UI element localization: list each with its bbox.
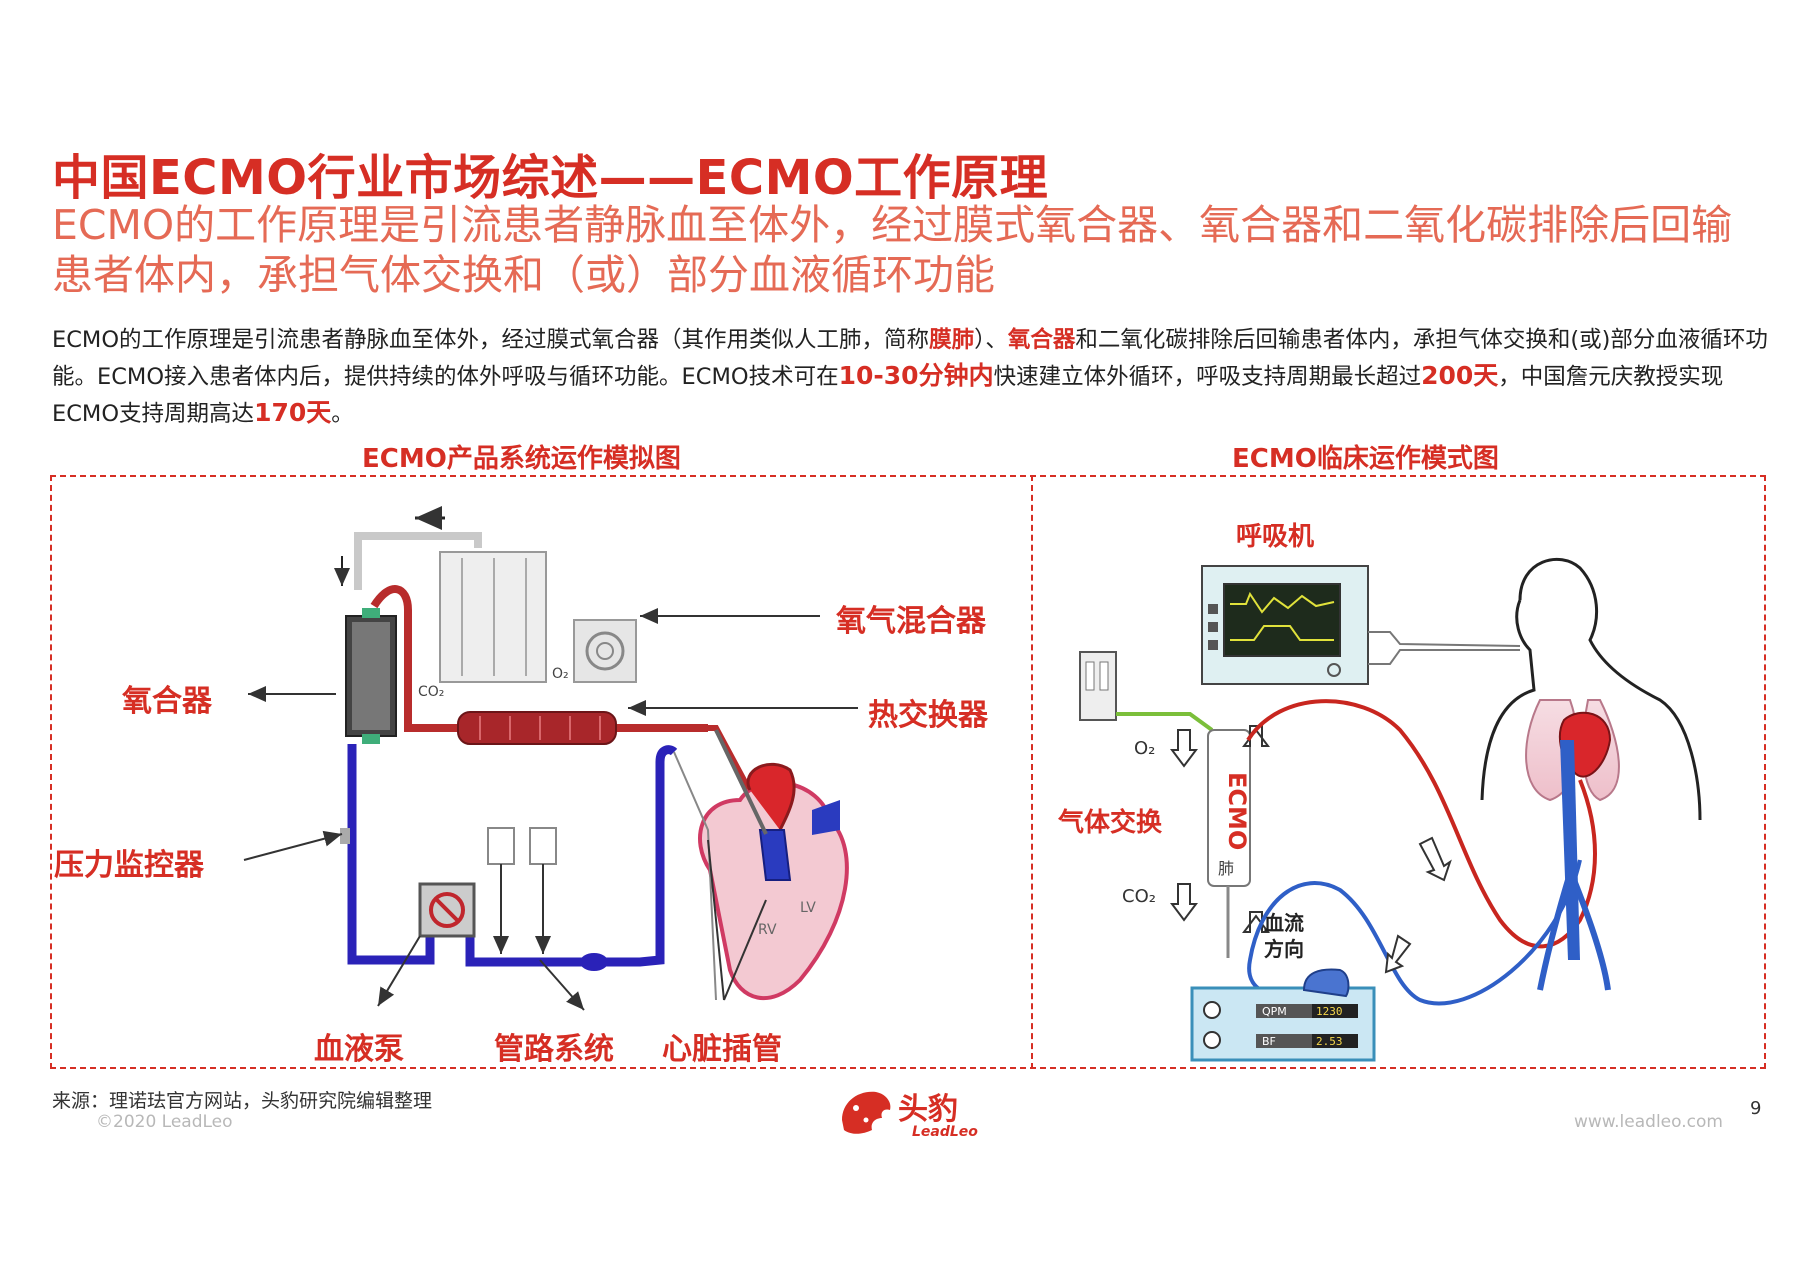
- website-link[interactable]: www.leadleo.com: [1574, 1112, 1723, 1132]
- flow-arrow-icon-1: [1418, 836, 1452, 882]
- oxygen-mixer-box: [573, 619, 637, 683]
- logo-text-en: LeadLeo: [912, 1124, 978, 1140]
- label-blood-pump: 血液泵: [314, 1032, 404, 1067]
- page-number: 9: [1750, 1098, 1762, 1119]
- qpm-value: 1230: [1316, 1005, 1343, 1018]
- body-paragraph: ECMO的工作原理是引流患者静脉血至体外，经过膜式氧合器（其作用类似人工肺，简称…: [52, 322, 1772, 432]
- co2-label: CO₂: [418, 684, 444, 700]
- right-panel-title: ECMO临床运作模式图: [1232, 444, 1499, 474]
- arterial-return-line: [1246, 699, 1597, 949]
- sensor-1: [487, 827, 515, 865]
- body-text: ，中国詹元庆教授实现ECMO支持周期高达: [52, 364, 1724, 427]
- label-pressure-monitor: 压力监控器: [54, 848, 204, 883]
- heat-exchanger: [457, 711, 617, 745]
- qpm-label-box: [1256, 1004, 1312, 1018]
- page-title: 中国ECMO行业市场综述——ECMO工作原理: [52, 150, 1049, 206]
- label-oxygenator: 氧合器: [122, 684, 212, 719]
- bf-display: [1312, 1034, 1358, 1048]
- body-text: ECMO的工作原理是引流患者静脉血至体外，经过膜式氧合器（其作用类似人工肺，简称: [52, 327, 930, 353]
- body-text: 和二氧化碳排除后回输患者体内，承担气体交换和(或)部分血液循环功能。ECMO接入…: [52, 327, 1768, 390]
- logo-text-cn: 头豹: [898, 1092, 958, 1127]
- o2-in-label: O₂: [1134, 738, 1155, 759]
- patient-illustration: [1480, 558, 1702, 991]
- ecmo-device-label: ECMO: [1223, 772, 1251, 850]
- leopard-head-icon: [842, 1091, 891, 1134]
- arterial-line: [370, 585, 708, 732]
- label-gas-exchange: 气体交换: [1058, 808, 1163, 838]
- rv-label: RV: [758, 922, 777, 938]
- co2-flow-arrow-icon: [1170, 883, 1198, 922]
- o2-flow-arrow-icon: [1170, 729, 1198, 768]
- label-ventilator: 呼吸机: [1236, 522, 1315, 552]
- lv-label: LV: [800, 900, 816, 916]
- panel-divider: [1031, 475, 1033, 1069]
- left-circuit-diagram: CO₂ O₂: [243, 506, 858, 1011]
- label-oxygen-mixer: 氧气混合器: [836, 604, 986, 639]
- qpm-display: [1312, 1004, 1358, 1018]
- venous-drain-line: [1247, 859, 1582, 1006]
- highlight-record-days: 170天: [254, 398, 332, 427]
- gas-supply: [1079, 651, 1117, 721]
- body-text: 快速建立体外循环，呼吸支持周期最长超过: [993, 364, 1422, 390]
- gas-line: [354, 532, 482, 590]
- qpm-label: QPM: [1262, 1005, 1287, 1018]
- highlight-max-days: 200天: [1421, 361, 1499, 390]
- sensor-2: [529, 827, 557, 865]
- ventilator-screen: [1223, 583, 1341, 657]
- lung-label: 肺: [1218, 859, 1234, 878]
- leadleo-logo: 头豹 LeadLeo: [836, 1084, 986, 1146]
- centrifugal-pump-head: [1302, 968, 1350, 998]
- source-note: 来源：理诺珐官方网站，头豹研究院编辑整理: [52, 1090, 433, 1112]
- label-flow-direction: 血流方向: [1264, 911, 1304, 961]
- page-subtitle: ECMO的工作原理是引流患者静脉血至体外，经过膜式氧合器、氧合器和二氧化碳排除后…: [52, 201, 1733, 299]
- left-panel-title: ECMO产品系统运作模拟图: [362, 444, 681, 474]
- bf-value: 2.53: [1316, 1035, 1343, 1048]
- blood-out-arrow-icon: [1242, 725, 1270, 747]
- highlight-setup-time: 10-30分钟内: [838, 361, 994, 390]
- highlight-oxygenator: 氧合器: [1007, 327, 1076, 353]
- label-heat-exchanger: 热交换器: [868, 698, 988, 733]
- pressure-tap: [340, 828, 350, 844]
- highlight-membrane-lung: 膜肺: [929, 327, 975, 353]
- copyright: ©2020 LeadLeo: [96, 1112, 233, 1132]
- diagram-frame: [50, 475, 1766, 1069]
- bf-label-box: [1256, 1034, 1312, 1048]
- label-cardiac-cannula: 心脏插管: [662, 1032, 782, 1067]
- body-text: ）、: [974, 327, 1008, 353]
- o2-label: O₂: [552, 666, 569, 682]
- bf-label: BF: [1262, 1035, 1276, 1048]
- body-text: 。: [331, 401, 354, 427]
- right-clinical-diagram: ECMO 肺 O₂ CO₂ QPM 1230: [1079, 558, 1702, 1062]
- pump-console: [1190, 986, 1376, 1062]
- co2-out-label: CO₂: [1122, 886, 1156, 907]
- flow-arrow-icon-2: [1384, 934, 1412, 974]
- label-tubing-system: 管路系统: [494, 1032, 614, 1067]
- heart-illustration: RV LV: [698, 763, 849, 1000]
